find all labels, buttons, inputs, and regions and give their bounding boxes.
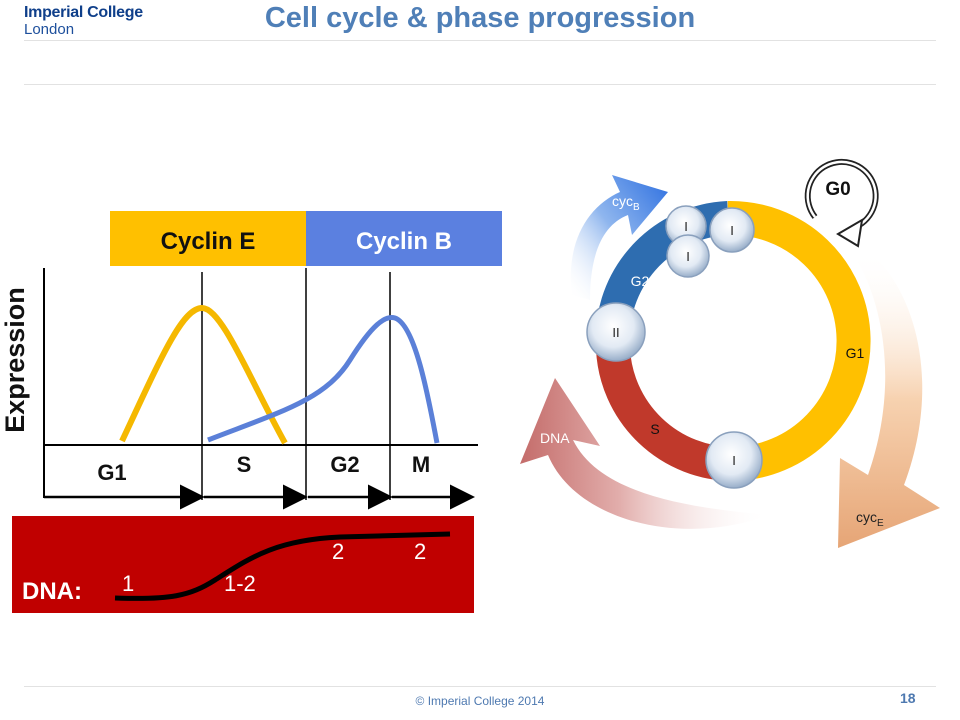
node-g2-top-label: I xyxy=(684,219,688,234)
node-s xyxy=(705,431,763,489)
dna-label-1-2: 1-2 xyxy=(224,571,256,596)
cycb-arrow xyxy=(570,175,668,300)
cyce-arrow xyxy=(838,250,940,548)
cyclin-e-curve xyxy=(119,304,288,445)
dna-label-1: 1 xyxy=(122,571,134,596)
phase-g1: G1 xyxy=(97,460,126,485)
cyclin-e-bar xyxy=(110,211,306,266)
copyright: © Imperial College 2014 xyxy=(415,694,545,708)
g0-label: G0 xyxy=(825,179,850,200)
g0-arrow-tip xyxy=(836,218,864,248)
phase-s: S xyxy=(237,452,252,477)
g0-loop-inner xyxy=(806,160,877,230)
logo-line-1: Imperial College xyxy=(24,4,143,21)
node-s-label: I xyxy=(732,453,736,468)
cyclin-b-label: Cyclin B xyxy=(356,228,452,255)
node-g2-label: II xyxy=(612,325,619,340)
cyclin-b-bar xyxy=(306,211,502,266)
node-mitosis xyxy=(666,234,710,278)
phase-m: M xyxy=(412,452,430,477)
dna-curve xyxy=(114,531,451,601)
footer-rule xyxy=(24,686,936,687)
cyclin-e-label: Cyclin E xyxy=(161,228,256,255)
node-g1-start xyxy=(709,207,755,253)
ring-label-s: S xyxy=(650,421,659,437)
ring-label-g1: G1 xyxy=(846,345,865,361)
header-rule xyxy=(24,40,936,41)
y-axis-label: Expression xyxy=(0,287,30,433)
cyclin-b-curve xyxy=(207,315,440,444)
node-g2 xyxy=(586,302,646,362)
slide-title: Cell cycle & phase progression xyxy=(264,2,696,34)
page-number: 18 xyxy=(900,690,916,706)
dna-label-2a: 2 xyxy=(332,539,344,564)
node-mitosis-label: I xyxy=(686,249,690,264)
dna-label-2b: 2 xyxy=(414,539,426,564)
dna-arrow xyxy=(520,378,770,529)
cyce-label: cycE xyxy=(856,509,884,529)
cycb-label: cycB xyxy=(612,193,640,213)
logo-line-2: London xyxy=(24,21,75,38)
header-rule-2 xyxy=(24,84,936,85)
logo: Imperial College London xyxy=(24,4,143,38)
node-g1-start-label: I xyxy=(730,223,734,238)
ring-g1-arc xyxy=(727,200,871,481)
dna-arrow-label: DNA xyxy=(540,430,570,446)
ring-label-g2: G2 xyxy=(631,273,650,289)
dna-prefix: DNA: xyxy=(22,578,82,605)
phase-g2: G2 xyxy=(330,452,359,477)
